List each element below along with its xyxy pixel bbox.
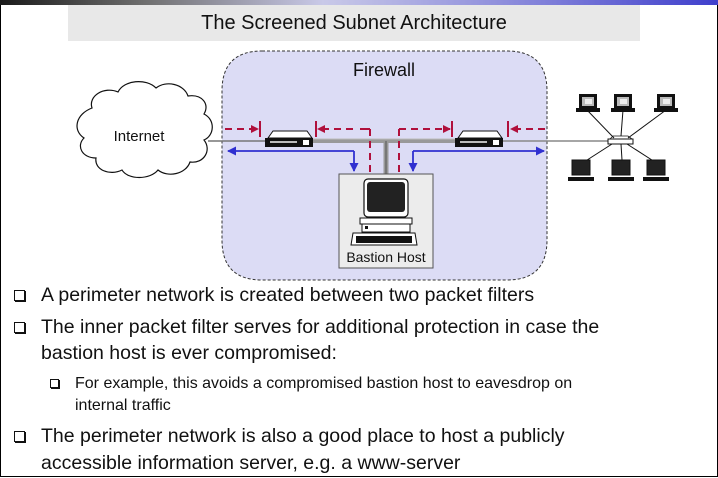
firewall-label: Firewall: [353, 60, 415, 80]
bastion-host: Bastion Host: [338, 173, 434, 269]
bullet-text-continued: accessible information server, e.g. a ww…: [41, 452, 461, 474]
workstation-icon: [608, 159, 634, 181]
bullet-text: The inner packet filter serves for addit…: [41, 316, 600, 338]
inner-packet-filter-icon: [455, 130, 503, 147]
internal-hub-icon: [607, 135, 634, 145]
outer-packet-filter-icon: [265, 130, 313, 147]
network-links: [208, 138, 608, 176]
internet-label: Internet: [114, 128, 166, 145]
square-bullet-icon: [14, 290, 25, 301]
screened-subnet-diagram: Firewall Internet: [76, 50, 678, 281]
desktop-computer-icon: [654, 94, 678, 112]
traffic-arrows: [227, 146, 545, 172]
bastion-host-label: Bastion Host: [346, 249, 425, 265]
title-band: The Screened Subnet Architecture: [68, 5, 640, 41]
sub-bullet-text: For example, this avoids a compromised b…: [75, 375, 573, 392]
workstation-icon: [643, 159, 669, 181]
desktop-computer-icon: [576, 94, 600, 112]
workstation-icon: [568, 159, 594, 181]
bullet-text-continued: bastion host is ever compromised:: [41, 342, 337, 364]
bastion-host-computer-icon: [350, 178, 418, 246]
slide-title: The Screened Subnet Architecture: [201, 12, 507, 34]
square-bullet-icon: [14, 431, 25, 442]
bullet-text: A perimeter network is created between t…: [41, 284, 535, 306]
internet-cloud-icon: Internet: [76, 81, 213, 179]
desktop-computer-icon: [611, 94, 635, 112]
filter-arrows: [225, 121, 545, 172]
internal-network: [568, 94, 678, 181]
square-bullet-icon: [14, 322, 25, 333]
bullet-text: The perimeter network is also a good pla…: [41, 425, 565, 447]
sub-bullet-text-continued: internal traffic: [75, 397, 171, 414]
square-bullet-icon: [50, 379, 59, 388]
slide-top-bar: [0, 0, 718, 5]
